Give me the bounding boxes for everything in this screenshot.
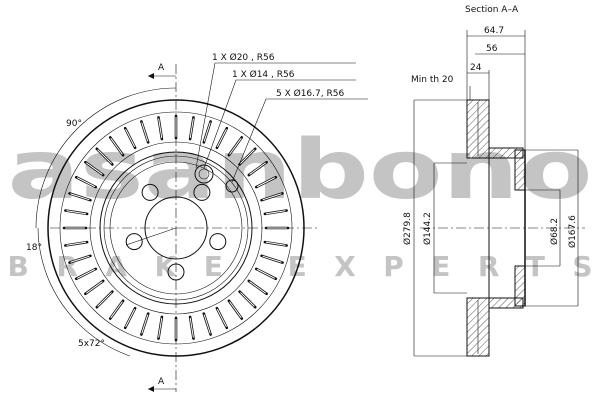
cooling-vane-highlight [77, 269, 95, 279]
dim-overall-height: 64.7 [484, 26, 504, 36]
watermark-brand: asanbono [8, 123, 593, 218]
cooling-vane-highlight [189, 118, 194, 139]
cooling-vanes [62, 114, 290, 342]
hat-outer-ring [99, 151, 253, 305]
cooling-vane-highlight [217, 309, 227, 327]
leader-center [125, 227, 177, 246]
min-thickness-label: Min th 20 [411, 75, 454, 85]
cooling-vane-highlight [86, 281, 103, 294]
dim-hat-height: 56 [486, 44, 498, 54]
cooling-vane-highlight [265, 210, 286, 215]
cooling-vane-highlight [110, 138, 123, 155]
bolt-hole [209, 233, 227, 251]
callout-d16: 5 X Ø16.7, R56 [276, 88, 344, 99]
center-bore [144, 196, 208, 260]
cooling-vane-highlight [97, 292, 112, 307]
cooling-vane-highlight [189, 317, 194, 338]
cooling-vane-highlight [249, 281, 266, 294]
cooling-vane-highlight [265, 241, 286, 246]
hat-cylinder-bottom [514, 265, 526, 307]
front-view: A A [26, 52, 368, 392]
angle-arc-pattern [44, 269, 131, 357]
section-arrowhead-top [148, 73, 154, 79]
cooling-vane-highlight [110, 301, 123, 318]
cooling-vane-highlight [158, 118, 163, 139]
bolt-hole [167, 263, 185, 281]
cooling-vane-highlight [249, 162, 266, 175]
cooling-vane-highlight [77, 177, 95, 187]
cooling-vane-highlight [86, 162, 103, 175]
watermark-tagline: BRAKE EXPERTS [8, 250, 593, 283]
pattern-label: 5x72° [78, 339, 105, 349]
hole-d20 [194, 164, 214, 184]
cooling-vane-highlight [125, 309, 135, 327]
section-marker-bottom: A [158, 377, 165, 387]
cooling-vane-highlight [141, 314, 149, 334]
angle-18-label: 18° [26, 243, 42, 253]
cooling-vane-highlight [70, 193, 90, 201]
angle-90-label: 90° [66, 119, 82, 129]
cooling-vane-highlight [66, 210, 87, 215]
cooling-vane-highlight [262, 255, 282, 263]
cooling-vane-highlight [229, 301, 242, 318]
bolt-hole [193, 183, 211, 201]
callout-d14: 1 X Ø14 , R56 [232, 69, 295, 80]
cooling-vane-highlight [203, 122, 211, 142]
vane-inner-ring [89, 141, 263, 315]
cooling-vane-highlight [262, 193, 282, 201]
leader-d20 [195, 62, 356, 169]
angle-arc-18 [37, 227, 46, 271]
angle-arc-90 [35, 87, 177, 229]
watermark: asanbono BRAKE EXPERTS [8, 123, 593, 283]
section-arrowhead-bottom [148, 386, 154, 392]
leader-d14 [203, 79, 356, 169]
section-marker-top: A [158, 63, 165, 73]
dim-center-bore: Ø68.2 [549, 218, 560, 245]
cooling-vane-highlight [257, 177, 275, 187]
cooling-vane-highlight [217, 129, 227, 147]
dim-friction-inner-diameter: Ø144.2 [422, 212, 433, 245]
hat-ring-3 [109, 161, 243, 295]
cooling-vane-highlight [70, 255, 90, 263]
leader-d16 [231, 98, 368, 183]
cooling-vane-highlight [66, 241, 87, 246]
cooling-vane-highlight [97, 149, 112, 164]
callout-d20: 1 X Ø20 , R56 [212, 52, 275, 63]
section-title: Section A–A [465, 5, 519, 15]
hole-d20-inner [198, 168, 210, 180]
cooling-vane-highlight [229, 138, 242, 155]
cooling-vane-highlight [257, 269, 275, 279]
cooling-vane-highlight [240, 149, 255, 164]
bolt-hole [125, 233, 143, 251]
hat-cylinder-top [514, 149, 526, 191]
hat-ring-2 [103, 155, 249, 301]
dim-outer-diameter: Ø279.8 [402, 212, 413, 245]
cooling-vane-highlight [158, 317, 163, 338]
cooling-vane-highlight [141, 122, 149, 142]
bolt-hole [141, 183, 159, 201]
cooling-vane-highlight [240, 292, 255, 307]
hole-d14 [225, 179, 239, 193]
dim-hat-diameter: Ø167.6 [567, 215, 578, 248]
dim-disc-thickness: 24 [470, 63, 482, 73]
disc-outer-edge [47, 99, 305, 357]
cooling-vane-highlight [125, 129, 135, 147]
bolt-holes [125, 183, 227, 281]
section-view: Section A–A Min th 20 6 [402, 5, 585, 357]
vane-outer-ring [59, 111, 293, 345]
cooling-vane-highlight [203, 314, 211, 334]
